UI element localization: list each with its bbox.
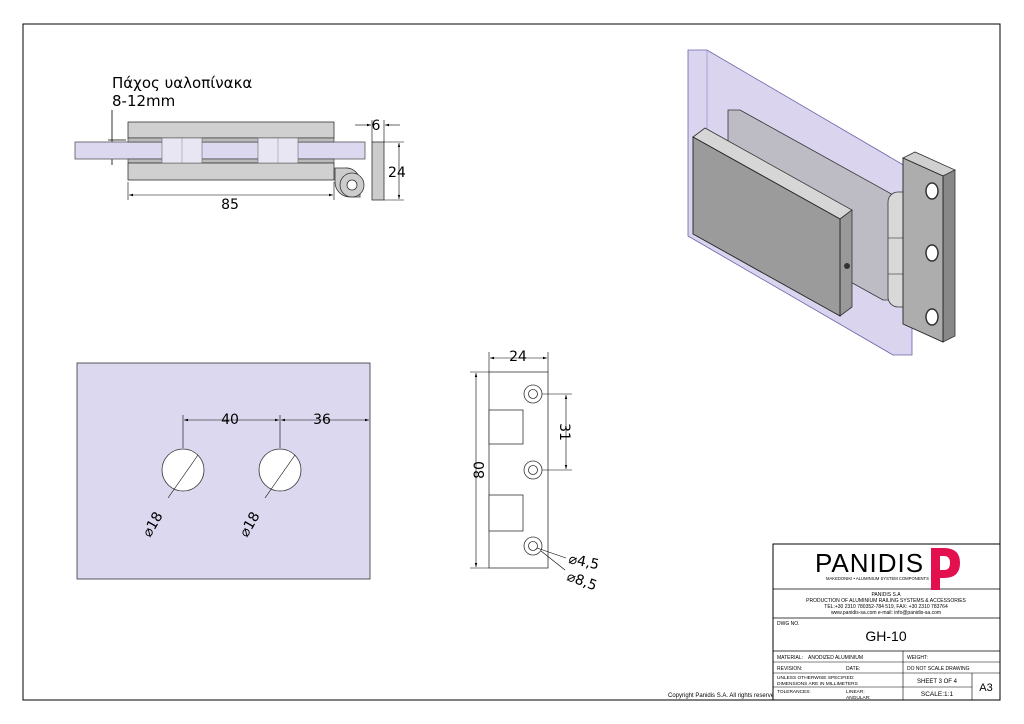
company-name: PANIDIS S.A (871, 592, 901, 598)
brand-logo-mark (931, 548, 960, 590)
title-block: PANIDIS MAKEDONIKI • ALUMINIUM SYSTEM CO… (772, 543, 1001, 701)
clamp-gasket-bottom (127, 158, 335, 164)
company-line-1: PRODUCTION OF ALUMINIUM RAILING SYSTEMS … (806, 598, 966, 604)
glass-panel-front (76, 362, 371, 580)
hole-spacing-value: 31 (556, 423, 572, 441)
dim-40-value: 40 (221, 412, 239, 428)
brand-logo-text: PANIDIS (815, 548, 924, 578)
clamp-plate-bottom (127, 162, 335, 181)
wall-plate-front-view: 24 80 31 ⌀4,5 ⌀8,5 (470, 349, 601, 594)
glass-hole-2 (258, 448, 302, 492)
wall-plate-side (371, 141, 385, 201)
screw-hole-inner (528, 465, 538, 475)
clamp-plate-top (127, 121, 335, 139)
angular-label: ANGULAR: (846, 695, 871, 701)
sheet-size: A3 (979, 682, 992, 694)
isometric-view (687, 49, 956, 356)
wall-plate-hole-iso (925, 244, 939, 262)
clamp-plate-front-side (839, 209, 853, 317)
copyright-text: Copyright Panidis S.A. All rights reserv… (668, 693, 779, 699)
weight-label: WEIGHT: (907, 655, 928, 661)
title-block-frame (772, 543, 1001, 701)
dwg-no-label: DWG NO. (777, 621, 800, 627)
linear-label: LINEAR: (846, 689, 865, 695)
screw-hole-inner (528, 541, 538, 551)
company-line-3: www.panidis-sa.com e-mail: info@panidis-… (831, 610, 941, 616)
glass-hole-1 (161, 448, 205, 492)
plate-height-value: 80 (472, 461, 488, 479)
hole-inner-diameter: ⌀4,5 (567, 551, 600, 573)
leader-line (264, 454, 296, 499)
tolerances-label: TOLERANCES: (777, 689, 811, 695)
plate-width-value: 24 (509, 349, 527, 365)
screw-hole-inner (528, 389, 538, 399)
brand-tagline: MAKEDONIKI • ALUMINIUM SYSTEM COMPONENTS (826, 576, 929, 581)
hinge-pin (346, 179, 358, 191)
material-value: ANODIZED ALUMINIUM (808, 655, 863, 661)
dim-6-value: 6 (372, 118, 381, 134)
leader-line (536, 547, 567, 559)
unless-line-2: DIMENSIONS ARE IN MILLIMETERS (777, 681, 858, 687)
wall-plate-hole-iso (925, 308, 939, 326)
knuckle-cutout (488, 494, 524, 532)
dim-85-value: 85 (221, 197, 239, 213)
wall-plate-side-iso (942, 169, 956, 343)
dim-36-value: 36 (313, 412, 331, 428)
glass-thickness-range: 8-12mm (112, 92, 175, 110)
dim-24-value: 24 (388, 165, 406, 181)
date-label: DATE: (846, 666, 860, 672)
company-line-2: TEL:+30 2310 780352-784 519, FAX: +30 23… (824, 604, 948, 610)
glass-thickness-label: Πάχος υαλοπίνακα (112, 74, 252, 92)
material-label: MATERIAL: (777, 655, 803, 661)
top-view: Πάχος υαλοπίνακα 8-12mm 85 6 (74, 74, 406, 213)
sheet-border (22, 23, 1001, 701)
wall-plate-hole-iso (925, 182, 939, 200)
scale-value: SCALE:1:1 (921, 691, 954, 698)
clamp-plate-front-face (692, 136, 841, 317)
wall-plate-face-iso (902, 157, 944, 343)
leader-line (167, 454, 199, 499)
glass-panel-side (74, 141, 366, 160)
dwg-no-value: GH-10 (865, 628, 906, 644)
do-not-scale-text: DO NOT SCALE DRAWING (907, 666, 970, 672)
leader-line (540, 550, 566, 571)
set-screw (844, 263, 850, 269)
sheet-number: SHEET 3 OF 4 (917, 679, 958, 685)
glass-front-view: 40 36 ⌀18 ⌀18 (76, 362, 371, 580)
knuckle-cutout (488, 409, 524, 445)
revision-label: REVISION: (777, 666, 802, 672)
unless-line-1: UNLESS OTHERWISE SPECIFIED: (777, 675, 854, 681)
clamp-gasket-top (127, 137, 335, 143)
